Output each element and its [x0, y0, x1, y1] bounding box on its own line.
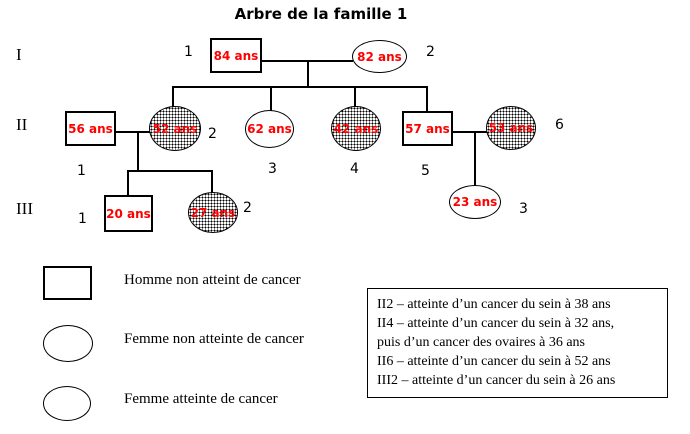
- person-III2-symbol: 27 ans: [188, 192, 238, 233]
- couple-line-I1-I2: [260, 60, 353, 62]
- person-II3-symbol: 62 ans: [245, 110, 294, 148]
- note-line: II6 – atteinte d’un cancer du sein à 52 …: [377, 354, 611, 369]
- drop-line-III2: [211, 170, 213, 194]
- person-I2-number: 2: [426, 44, 435, 60]
- person-III3-age: 23 ans: [452, 195, 498, 209]
- person-III2-number: 2: [243, 200, 252, 216]
- legend-female-label: Femme non atteinte de cancer: [124, 331, 304, 347]
- legend-female-affected-label: Femme atteinte de cancer: [124, 391, 278, 407]
- person-I2-symbol: 82 ans: [352, 40, 407, 73]
- person-III1-symbol: 20 ans: [104, 195, 153, 232]
- couple-line-II5-II6: [450, 131, 488, 133]
- sibship-line-II1-II2: [127, 170, 213, 172]
- page-title: Arbre de la famille 1: [234, 5, 408, 23]
- person-II6-age: 53 ans: [488, 121, 534, 135]
- generation-label-I: I: [16, 45, 22, 64]
- note-line: II4 – atteinte d’un cancer du sein à 32 …: [377, 316, 615, 331]
- person-II2-symbol: 52 ans: [149, 106, 201, 151]
- person-I1-age: 84 ans: [213, 48, 259, 63]
- person-III1-age: 20 ans: [106, 206, 151, 221]
- couple-line-II1-II2: [114, 131, 152, 133]
- legend-male-label: Homme non atteint de cancer: [124, 272, 301, 288]
- person-II6-symbol: 53 ans: [486, 106, 536, 150]
- person-I1-number: 1: [184, 44, 193, 60]
- person-III3-symbol: 23 ans: [449, 185, 501, 219]
- note-line: II2 – atteinte d’un cancer du sein à 38 …: [377, 297, 611, 312]
- person-II4-number: 4: [350, 161, 359, 177]
- sibship-line-I: [172, 86, 428, 88]
- person-II3-age: 62 ans: [247, 122, 292, 136]
- drop-line-II2: [172, 86, 174, 108]
- note-line: puis d’un cancer des ovaires à 36 ans: [377, 335, 585, 350]
- person-III1-number: 1: [78, 211, 87, 227]
- descent-line-II5-II6: [474, 131, 476, 188]
- person-II1-age: 56 ans: [68, 121, 113, 136]
- person-II6-number: 6: [555, 117, 564, 133]
- person-II2-age: 52 ans: [152, 121, 198, 136]
- person-II1-number: 1: [77, 163, 86, 179]
- legend-female-affected-symbol: [43, 386, 91, 421]
- generation-label-II: II: [16, 115, 28, 134]
- person-II5-symbol: 57 ans: [402, 111, 453, 146]
- descent-line-II1-II2: [137, 131, 139, 172]
- drop-line-II3: [270, 86, 272, 112]
- descent-line-I: [307, 60, 309, 88]
- person-II5-number: 5: [421, 163, 430, 179]
- drop-line-III1: [127, 170, 129, 196]
- person-I2-age: 82 ans: [357, 49, 402, 64]
- person-II3-number: 3: [268, 161, 277, 177]
- drop-line-II5: [426, 86, 428, 113]
- person-III2-age: 27 ans: [190, 205, 236, 220]
- person-I1-symbol: 84 ans: [210, 38, 262, 73]
- person-II4-symbol: 42 ans: [331, 106, 381, 151]
- person-III3-number: 3: [519, 201, 528, 217]
- person-II4-age: 42 ans: [333, 121, 379, 136]
- generation-label-III: III: [16, 199, 33, 218]
- legend-male-symbol: [43, 266, 92, 300]
- person-II1-symbol: 56 ans: [65, 111, 116, 146]
- note-line: III2 – atteinte d’un cancer du sein à 26…: [377, 373, 616, 388]
- drop-line-II4: [354, 86, 356, 108]
- person-II5-age: 57 ans: [405, 121, 450, 136]
- notes-box: II2 – atteinte d’un cancer du sein à 38 …: [367, 288, 668, 398]
- legend-female-symbol: [43, 325, 93, 362]
- person-II2-number: 2: [208, 126, 217, 142]
